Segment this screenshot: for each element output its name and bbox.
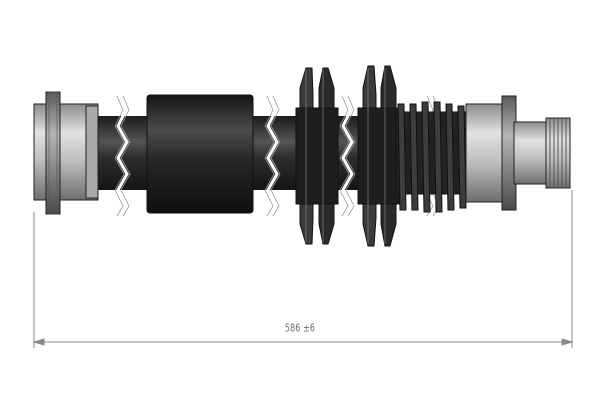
right-end-fitting <box>465 95 549 211</box>
dimension-line <box>32 190 574 348</box>
protective-sleeve <box>146 94 254 214</box>
left-end-fitting <box>33 91 99 215</box>
bellows-boot <box>395 101 469 213</box>
dimension-label: 586 ±6 <box>284 321 316 335</box>
arrow-left-icon <box>32 338 45 346</box>
threaded-nipple <box>545 117 571 189</box>
bracket-clip <box>295 65 401 247</box>
arrow-right-icon <box>561 338 574 346</box>
